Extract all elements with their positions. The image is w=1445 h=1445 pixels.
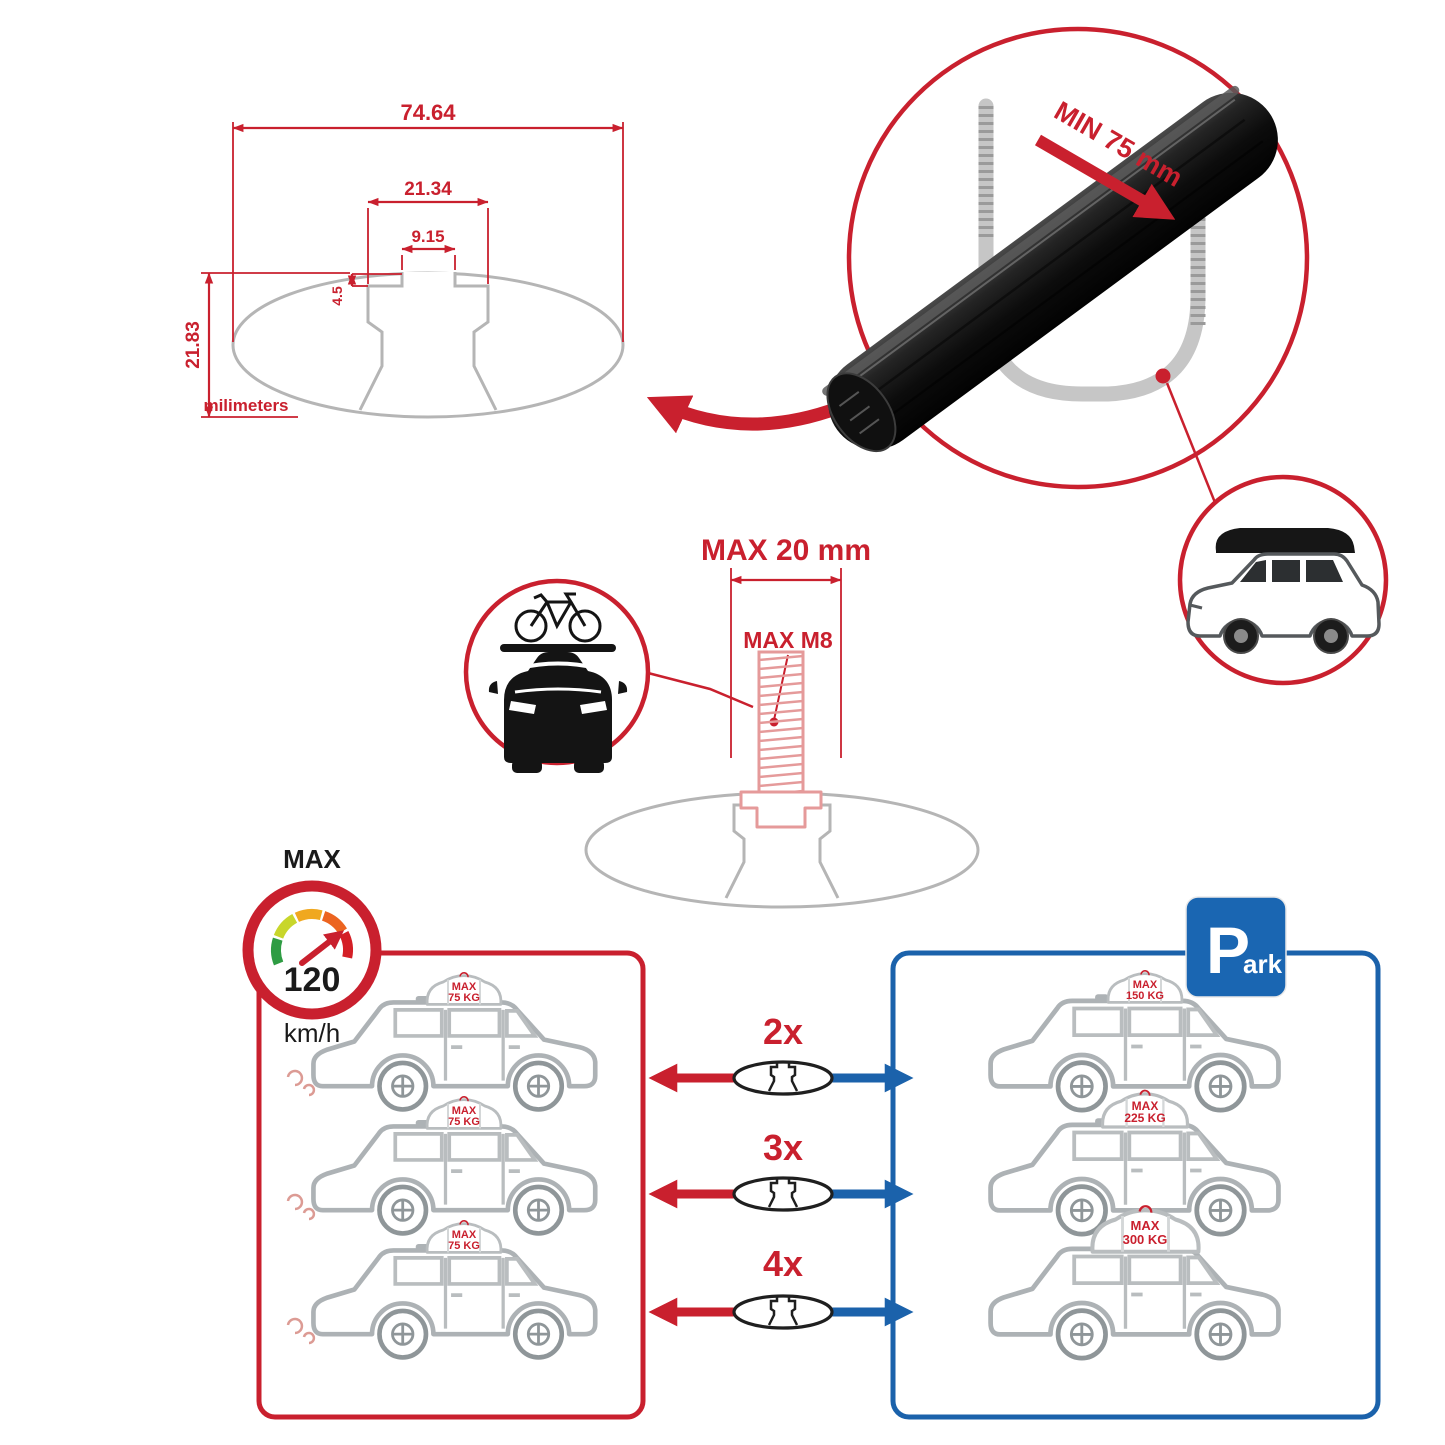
crossbar-profile-channel	[767, 1296, 799, 1326]
roof-load-max-label: MAX	[452, 981, 477, 993]
roof-load-kg-label: 75 KG	[448, 992, 480, 1004]
bolt-dimension-lines	[730, 568, 842, 758]
roof-load-max-label: MAX	[452, 1229, 477, 1241]
roof-load-kg-label: 225 KG	[1124, 1111, 1165, 1125]
bolt-diagram: MAX 20 mm MAX M8	[584, 534, 980, 909]
dim-total-width-label: 74.64	[400, 100, 456, 125]
profile-channel-outline	[358, 272, 498, 411]
unit-label: milimeters	[203, 396, 288, 415]
roof-load-max-label: MAX	[1131, 1218, 1160, 1233]
dim-height-label: 21.83	[183, 321, 204, 369]
driving-panel-cars: MAX 75 KG MAX 75 KG MAX 75 KG	[286, 971, 595, 1358]
parking-sign-text: ark	[1243, 949, 1283, 979]
crossbar-profile-icon	[732, 1060, 834, 1096]
parking-sign: P ark	[1185, 896, 1287, 998]
roof-load-max-label: MAX	[1132, 1099, 1159, 1113]
bike-icon	[514, 592, 602, 643]
t-bolt-icon	[739, 650, 823, 829]
car-front-icon	[488, 644, 628, 773]
speed-max-label: MAX	[283, 844, 341, 874]
crossbar-profile-icon	[732, 1176, 834, 1212]
multiplier-label: 4x	[763, 1243, 803, 1284]
crossbar-profile-icon	[732, 1294, 834, 1330]
multiplier-label: 2x	[763, 1011, 803, 1052]
multiplier-label: 3x	[763, 1127, 803, 1168]
carfront-detail-circle	[463, 578, 754, 773]
dot-to-suv-leader	[1165, 382, 1220, 511]
dim-channel-width-label: 21.34	[404, 179, 452, 200]
profile-dimension-diagram: 74.64 21.34 9.15 4.5 21.83 milimeters	[183, 100, 625, 419]
carfront-to-bolt-leader	[647, 671, 754, 709]
detail-circle-outline	[846, 26, 1310, 490]
crossbar-detail-circle: MIN 75 mm	[822, 26, 1310, 511]
crossbar-profile-channel	[767, 1178, 799, 1208]
roof-load-kg-label: 300 KG	[1123, 1232, 1168, 1247]
multiplier-rows: 2x 3x 4x	[648, 1011, 914, 1330]
roof-load-max-label: MAX	[452, 1105, 477, 1117]
clamp-point-dot	[1155, 368, 1171, 384]
suv-roofbox-icon	[1186, 528, 1381, 654]
bar-to-profile-arrow-icon	[646, 395, 845, 434]
crossbar-3d-icon	[822, 85, 1278, 453]
dim-lip-depth-label: 4.5	[329, 286, 345, 306]
bolt-max-thread-label: MAX M8	[743, 627, 833, 653]
roof-load-kg-label: 150 KG	[1126, 990, 1164, 1002]
min-grip-arrow-icon	[1034, 134, 1176, 220]
profile-channel-mask	[360, 272, 496, 410]
dimension-lines	[201, 122, 624, 418]
dim-slot-width-label: 9.15	[411, 227, 444, 246]
speed-value-label: 120	[284, 961, 341, 999]
profile-channel-mask-2	[726, 793, 838, 898]
parking-sign-letter: P	[1206, 913, 1250, 987]
speedometer-icon	[242, 880, 382, 1020]
roof-load-kg-label: 75 KG	[448, 1116, 480, 1128]
crossbar-profile-channel	[767, 1062, 799, 1092]
roof-load-max-label: MAX	[1133, 979, 1158, 991]
suv-detail-circle	[1177, 474, 1389, 686]
gauge-needle	[299, 930, 345, 966]
speed-limit-gauge: MAX 120 km/h	[242, 844, 382, 1048]
parked-panel-cars: MAX 150 KG MAX 225 KG MAX 300 KG	[991, 969, 1279, 1358]
roof-load-kg-label: 75 KG	[448, 1240, 480, 1252]
bolt-max-width-label: MAX 20 mm	[701, 534, 871, 567]
speed-unit-label: km/h	[284, 1018, 340, 1048]
